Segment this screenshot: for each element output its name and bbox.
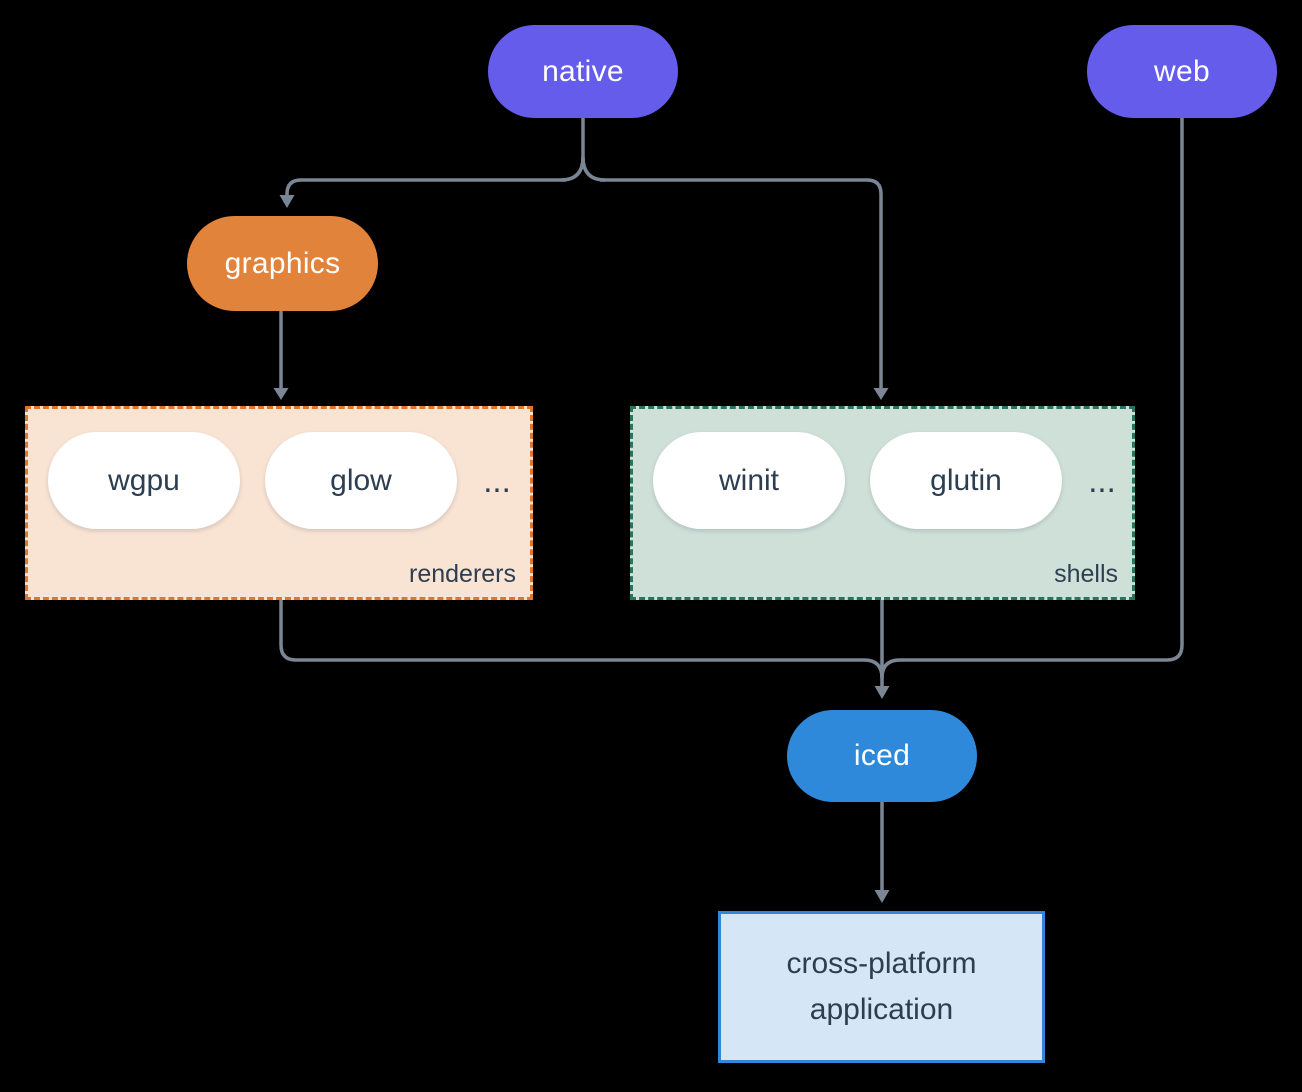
- arrowhead-app: [874, 890, 890, 903]
- iced-label: iced: [853, 739, 911, 772]
- cross-platform-application-box: cross-platform application: [718, 911, 1045, 1063]
- glow-pill: glow: [265, 432, 457, 529]
- glutin-label: glutin: [930, 463, 1002, 497]
- shells-ellipsis: ...: [1088, 461, 1116, 499]
- edge-native-to-graphics: [285, 178, 566, 196]
- arrowhead-shells: [873, 388, 889, 400]
- edge-native-flare-left: [560, 156, 585, 182]
- renderers-group: wgpu glow ... renderers: [25, 406, 533, 600]
- edge-native-flare-right: [581, 156, 606, 182]
- wgpu-label: wgpu: [108, 463, 180, 497]
- edge-renderers-to-iced: [279, 600, 884, 679]
- iced-node: iced: [787, 710, 977, 802]
- web-node: web: [1087, 25, 1277, 118]
- glutin-pill: glutin: [870, 432, 1062, 529]
- arrowhead-iced: [874, 686, 890, 699]
- renderers-group-label: renderers: [409, 560, 516, 588]
- web-label: web: [1154, 54, 1210, 88]
- app-label-line2: application: [809, 993, 954, 1026]
- shells-group: winit glutin ... shells: [630, 406, 1135, 600]
- wgpu-pill: wgpu: [48, 432, 240, 529]
- native-node: native: [488, 25, 678, 118]
- graphics-label: graphics: [224, 246, 341, 280]
- native-label: native: [542, 54, 624, 88]
- shells-group-label: shells: [1054, 560, 1118, 588]
- arrowhead-graphics: [279, 195, 295, 208]
- arrowhead-renderers: [273, 388, 289, 400]
- glow-label: glow: [330, 463, 392, 497]
- winit-pill: winit: [653, 432, 845, 529]
- graphics-node: graphics: [187, 216, 378, 311]
- renderers-ellipsis: ...: [483, 461, 511, 499]
- winit-label: winit: [718, 463, 779, 497]
- app-label-line1: cross-platform: [786, 947, 977, 980]
- edge-native-to-shells: [600, 178, 883, 388]
